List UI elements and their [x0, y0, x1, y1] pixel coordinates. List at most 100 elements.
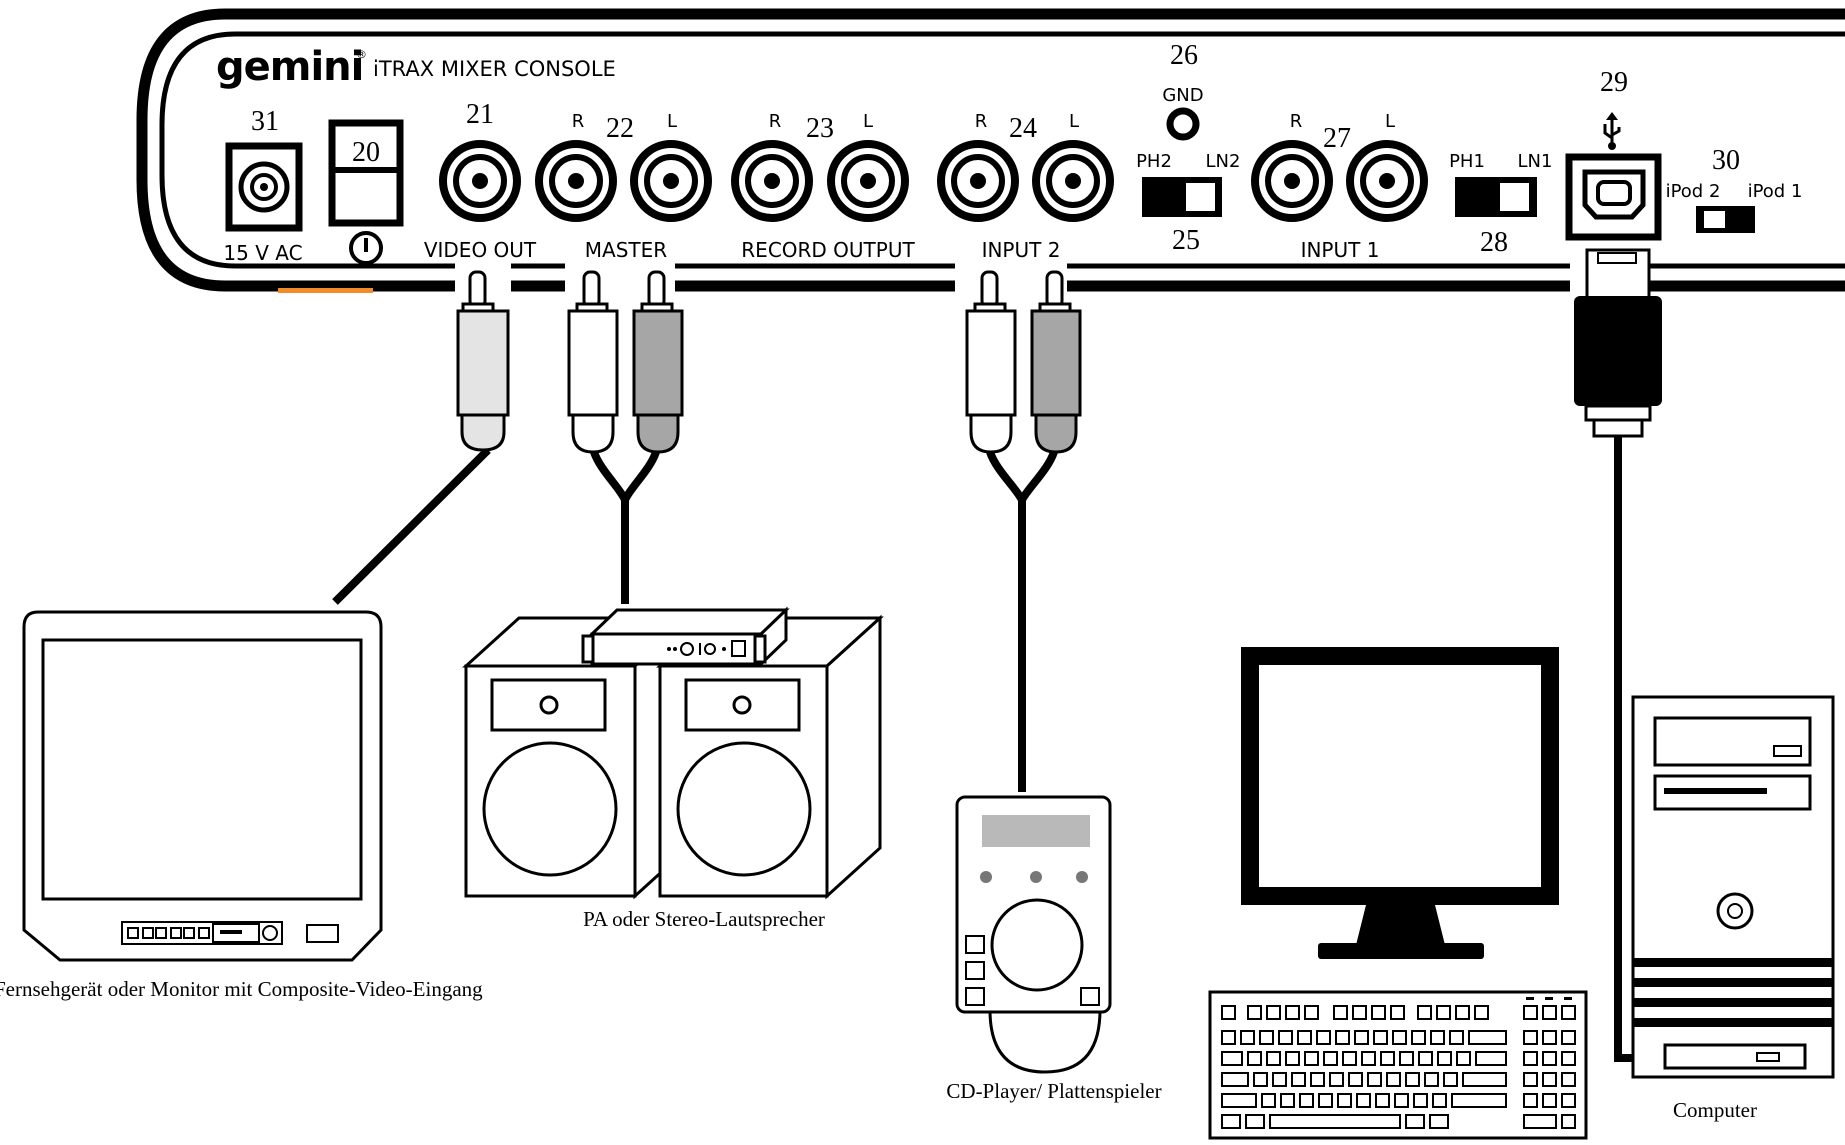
phono-line-switch-2: PH2 LN2 25	[1136, 151, 1240, 256]
input2-label: INPUT 2	[982, 238, 1061, 262]
master-plug-r	[567, 270, 619, 454]
label-24: 24	[1009, 113, 1037, 144]
keyboard-key	[1221, 1051, 1243, 1066]
keyboard-key	[1424, 1072, 1439, 1087]
keyboard-key	[1561, 1005, 1576, 1020]
video-out-label: VIDEO OUT	[424, 238, 537, 262]
label-29: 29	[1600, 67, 1628, 98]
keyboard-key	[1523, 1051, 1538, 1066]
keyboard-key	[1542, 1030, 1557, 1045]
keyboard-key	[1561, 1030, 1576, 1045]
record-l-jack	[827, 140, 909, 222]
ln1-label: LN1	[1518, 151, 1553, 172]
keyboard-key	[1297, 1030, 1312, 1045]
model-name: iTRAX MIXER CONSOLE	[373, 57, 616, 81]
keyboard-key	[1523, 1072, 1538, 1087]
master-r: R	[572, 111, 585, 132]
cd-player	[955, 795, 1112, 1074]
keyboard-key	[1561, 1114, 1576, 1129]
keyboard-key	[1405, 1114, 1425, 1129]
orange-accent-mark	[278, 288, 373, 293]
keyboard-key	[1542, 1072, 1557, 1087]
label-28: 28	[1480, 227, 1508, 258]
keyboard-key	[1299, 1093, 1314, 1108]
speakers	[462, 614, 884, 900]
label-26: 26	[1170, 40, 1198, 71]
keyboard	[1208, 990, 1588, 1140]
keyboard-key	[1456, 1051, 1471, 1066]
keyboard-key	[1405, 1072, 1420, 1087]
keyboard-key	[1443, 1072, 1458, 1087]
keyboard-key	[1432, 1093, 1447, 1108]
keyboard-key	[1333, 1005, 1348, 1020]
cd-caption: CD-Player/ Plattenspieler	[946, 1079, 1161, 1103]
keyboard-key	[1390, 1005, 1405, 1020]
input2-l: L	[1069, 111, 1079, 132]
keyboard-key	[1436, 1005, 1451, 1020]
keyboard-key	[1221, 1114, 1241, 1129]
keyboard-key	[1354, 1030, 1369, 1045]
keyboard-key	[1394, 1093, 1409, 1108]
usb-port: 29	[1565, 67, 1662, 241]
rca-jacks	[439, 140, 1428, 222]
keyboard-key	[1266, 1051, 1281, 1066]
keyboard-key	[1475, 1051, 1507, 1066]
master-y-split	[590, 450, 660, 511]
registered-mark: ®	[356, 48, 367, 61]
master-l-jack	[630, 140, 712, 222]
keyboard-key	[1352, 1005, 1367, 1020]
keyboard-key	[1266, 1005, 1281, 1020]
keyboard-key	[1221, 1030, 1236, 1045]
input1-r: R	[1290, 111, 1303, 132]
keyboard-key	[1221, 1005, 1236, 1020]
keyboard-key	[1418, 1051, 1433, 1066]
input2-r: R	[975, 111, 988, 132]
keyboard-key	[1451, 1093, 1507, 1108]
ipod-switch: 30 iPod 2 iPod 1	[1666, 145, 1803, 233]
keyboard-led	[1526, 997, 1534, 1000]
keyboard-key	[1380, 1051, 1395, 1066]
keyboard-key	[1561, 1051, 1576, 1066]
computer-tower	[1631, 695, 1835, 1079]
keyboard-key	[1278, 1030, 1293, 1045]
input1-r-jack	[1251, 140, 1333, 222]
power-in-label: 15 V AC	[223, 241, 302, 265]
keyboard-key	[1318, 1093, 1333, 1108]
keyboard-key	[1304, 1005, 1319, 1020]
keyboard-key	[1323, 1051, 1338, 1066]
tv-monitor	[22, 610, 383, 962]
gnd-label: GND	[1162, 85, 1203, 106]
record-r: R	[769, 111, 782, 132]
input2-r-jack	[937, 140, 1019, 222]
keyboard-key	[1291, 1072, 1306, 1087]
record-r-jack	[731, 140, 813, 222]
usb-plug	[1574, 248, 1662, 438]
input2-y-split	[986, 450, 1058, 509]
keyboard-key	[1221, 1072, 1249, 1087]
label-27: 27	[1323, 123, 1351, 154]
phono-line-switch-1: PH1 LN1 28	[1449, 151, 1552, 258]
keyboard-key	[1523, 1114, 1557, 1129]
ipod1-label: iPod 1	[1748, 181, 1803, 202]
input1-l: L	[1385, 111, 1395, 132]
keyboard-key	[1542, 1093, 1557, 1108]
keyboard-key	[1285, 1051, 1300, 1066]
video-cable	[332, 447, 491, 605]
keyboard-key	[1342, 1051, 1357, 1066]
keyboard-key	[1413, 1093, 1428, 1108]
ipod2-label: iPod 2	[1666, 181, 1721, 202]
keyboard-key	[1523, 1030, 1538, 1045]
keyboard-key	[1310, 1072, 1325, 1087]
label-25: 25	[1172, 225, 1200, 256]
keyboard-key	[1247, 1005, 1262, 1020]
keyboard-key	[1261, 1093, 1276, 1108]
keyboard-key	[1375, 1093, 1390, 1108]
keyboard-key	[1386, 1072, 1401, 1087]
keyboard-key	[1367, 1072, 1382, 1087]
keyboard-key	[1304, 1051, 1319, 1066]
keyboard-key	[1356, 1093, 1371, 1108]
keyboard-key	[1449, 1030, 1464, 1045]
keyboard-key	[1561, 1093, 1576, 1108]
keyboard-key	[1542, 1051, 1557, 1066]
